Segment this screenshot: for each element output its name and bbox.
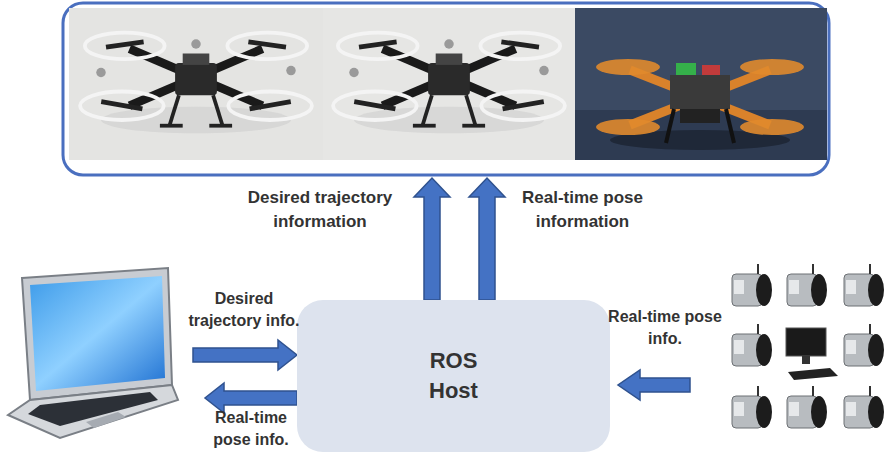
arrow-label: Real-time pose info.	[196, 407, 306, 452]
host-label: ROS Host	[424, 346, 484, 405]
arrow-label: Desired trajectory info.	[176, 288, 312, 333]
host-box: ROS Host	[297, 300, 610, 452]
arrow-label: Real-time pose information	[500, 186, 665, 234]
arrow-label: Desired trajectory information	[222, 186, 418, 234]
arrow-label: Real-time pose info.	[606, 306, 724, 351]
